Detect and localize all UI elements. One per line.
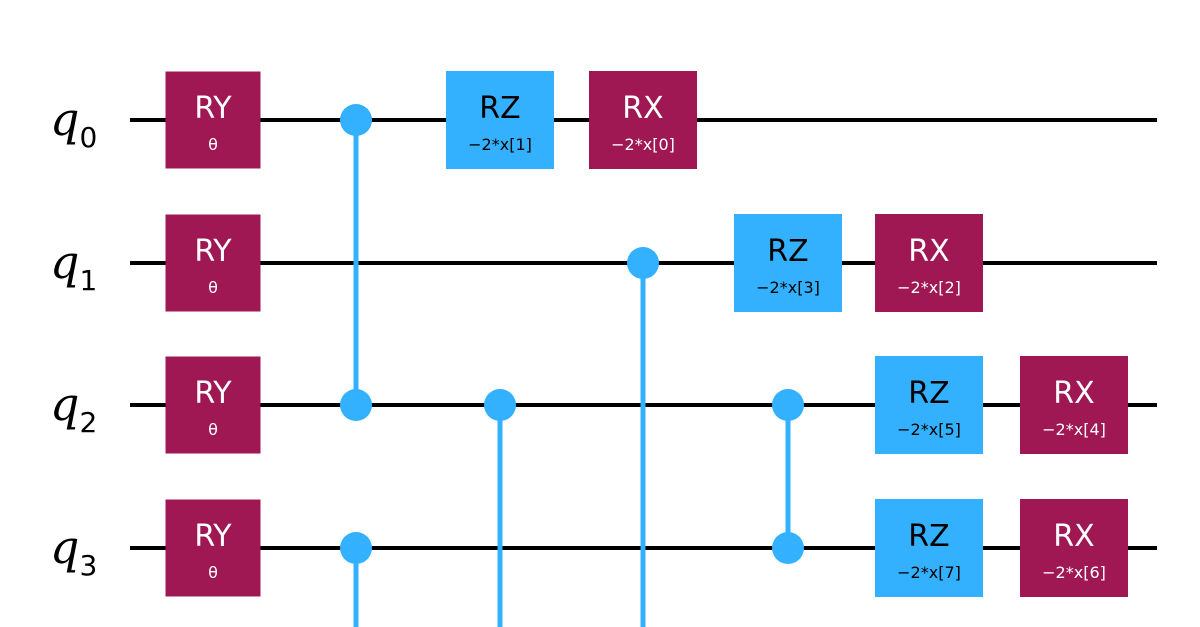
qubit-label-q3: q3 bbox=[50, 520, 97, 582]
gate-parameter: θ bbox=[208, 278, 218, 297]
qubit-label-index: 1 bbox=[79, 264, 97, 297]
gate-parameter: −2*x[4] bbox=[1042, 420, 1106, 439]
gate-box bbox=[165, 71, 261, 169]
gate-label: RZ bbox=[767, 234, 808, 269]
gate-parameter: −2*x[6] bbox=[1042, 563, 1106, 582]
gate-parameter: −2*x[5] bbox=[897, 420, 961, 439]
gate-parameter: θ bbox=[208, 563, 218, 582]
gate-box bbox=[589, 71, 697, 169]
gate-label: RX bbox=[1053, 376, 1094, 411]
gate-rz-q2: RZ −2*x[5] bbox=[875, 356, 983, 454]
gate-label: RY bbox=[194, 91, 232, 126]
gate-parameter: −2*x[7] bbox=[897, 563, 961, 582]
qubit-label-q2: q2 bbox=[50, 377, 97, 439]
gate-box bbox=[165, 356, 261, 454]
gate-parameter: θ bbox=[208, 420, 218, 439]
gate-label: RY bbox=[194, 519, 232, 554]
gate-parameter: −2*x[0] bbox=[611, 135, 675, 154]
gate-box bbox=[165, 499, 261, 597]
gate-box bbox=[875, 356, 983, 454]
gate-ry-q1: RY θ bbox=[165, 214, 261, 312]
gate-rz-q0: RZ −2*x[1] bbox=[446, 71, 554, 169]
qubit-label-q1: q1 bbox=[50, 235, 97, 297]
cz-control-dot bbox=[627, 247, 659, 279]
qubit-label-index: 0 bbox=[79, 121, 97, 154]
gate-label: RZ bbox=[908, 376, 949, 411]
gate-parameter: −2*x[2] bbox=[897, 278, 961, 297]
cz-control-dot bbox=[484, 389, 516, 421]
gate-box bbox=[875, 499, 983, 597]
gate-box bbox=[446, 71, 554, 169]
qubit-label-q0: q0 bbox=[50, 92, 97, 154]
qubit-label-base: q bbox=[50, 92, 79, 146]
qubit-label-base: q bbox=[50, 520, 79, 574]
gate-label: RY bbox=[194, 376, 232, 411]
gate-rz-q3: RZ −2*x[7] bbox=[875, 499, 983, 597]
gate-ry-q0: RY θ bbox=[165, 71, 261, 169]
gate-label: RX bbox=[1053, 519, 1094, 554]
gate-label: RX bbox=[622, 91, 663, 126]
qubit-label-base: q bbox=[50, 377, 79, 431]
qubit-label-index: 2 bbox=[79, 406, 97, 439]
gate-ry-q2: RY θ bbox=[165, 356, 261, 454]
gate-label: RZ bbox=[479, 91, 520, 126]
qubit-label-base: q bbox=[50, 235, 79, 289]
gate-label: RZ bbox=[908, 519, 949, 554]
cz-control-dot bbox=[772, 389, 804, 421]
gate-rx-q3: RX −2*x[6] bbox=[1020, 499, 1128, 597]
gate-box bbox=[734, 214, 842, 312]
gate-label: RY bbox=[194, 234, 232, 269]
gate-parameter: −2*x[1] bbox=[468, 135, 532, 154]
gate-rz-q1: RZ −2*x[3] bbox=[734, 214, 842, 312]
gate-box bbox=[1020, 499, 1128, 597]
gate-box bbox=[1020, 356, 1128, 454]
gate-rx-q0: RX −2*x[0] bbox=[589, 71, 697, 169]
cz-control-dot bbox=[340, 104, 372, 136]
gate-parameter: −2*x[3] bbox=[756, 278, 820, 297]
gate-box bbox=[165, 214, 261, 312]
gate-rx-q1: RX −2*x[2] bbox=[875, 214, 983, 312]
gate-rx-q2: RX −2*x[4] bbox=[1020, 356, 1128, 454]
gate-parameter: θ bbox=[208, 135, 218, 154]
cz-control-dot bbox=[772, 532, 804, 564]
cz-control-dot bbox=[340, 389, 372, 421]
gate-box bbox=[875, 214, 983, 312]
gate-label: RX bbox=[908, 234, 949, 269]
qubit-label-index: 3 bbox=[79, 549, 97, 582]
gate-ry-q3: RY θ bbox=[165, 499, 261, 597]
cz-control-dot bbox=[340, 532, 372, 564]
